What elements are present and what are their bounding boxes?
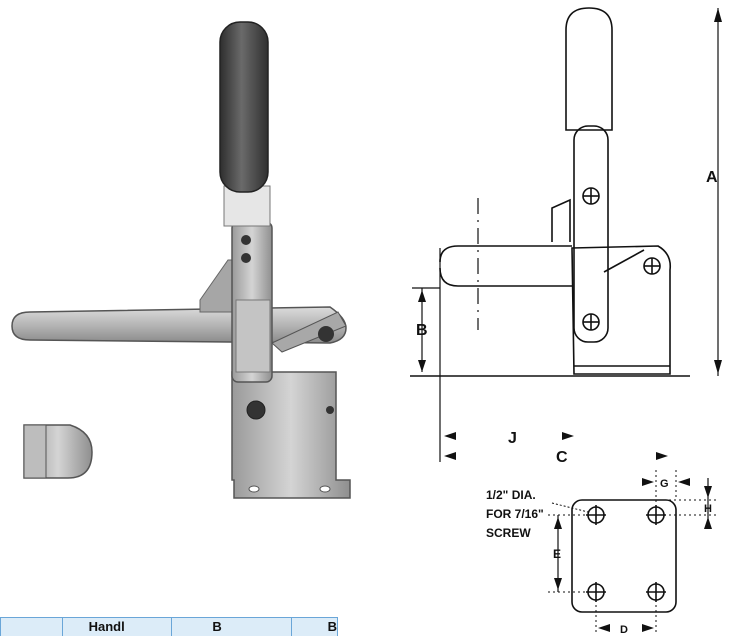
dim-label-E: E xyxy=(553,547,561,561)
table-header-cell: B xyxy=(172,618,291,636)
pivot-hole xyxy=(247,401,265,419)
base-mount-hole-2 xyxy=(320,486,330,492)
base-mount-hole-1 xyxy=(249,486,259,492)
clamp-base-bracket xyxy=(232,372,350,498)
hole-note-line1: 1/2" DIA. xyxy=(486,488,536,502)
table-header-cell xyxy=(1,618,63,636)
table-header-cell: B xyxy=(291,618,337,636)
dim-label-C: C xyxy=(556,449,568,466)
dim-label-G: G xyxy=(660,478,669,490)
spec-table-header: Handl B B xyxy=(0,617,338,636)
side-view-drawing xyxy=(410,8,718,462)
clamp-handle-grip xyxy=(220,22,268,192)
dim-label-B: B xyxy=(416,322,428,339)
dim-label-H: H xyxy=(704,503,712,515)
dim-label-J: J xyxy=(508,430,517,447)
table-header-cell: Handl xyxy=(62,618,172,636)
hole-note-line2: FOR 7/16" xyxy=(486,507,544,521)
clamp-photo xyxy=(12,22,350,498)
dim-label-A: A xyxy=(706,169,718,186)
base-plate-drawing xyxy=(548,470,716,632)
hole-note-line3: SCREW xyxy=(486,526,531,540)
dim-label-D: D xyxy=(620,624,628,635)
